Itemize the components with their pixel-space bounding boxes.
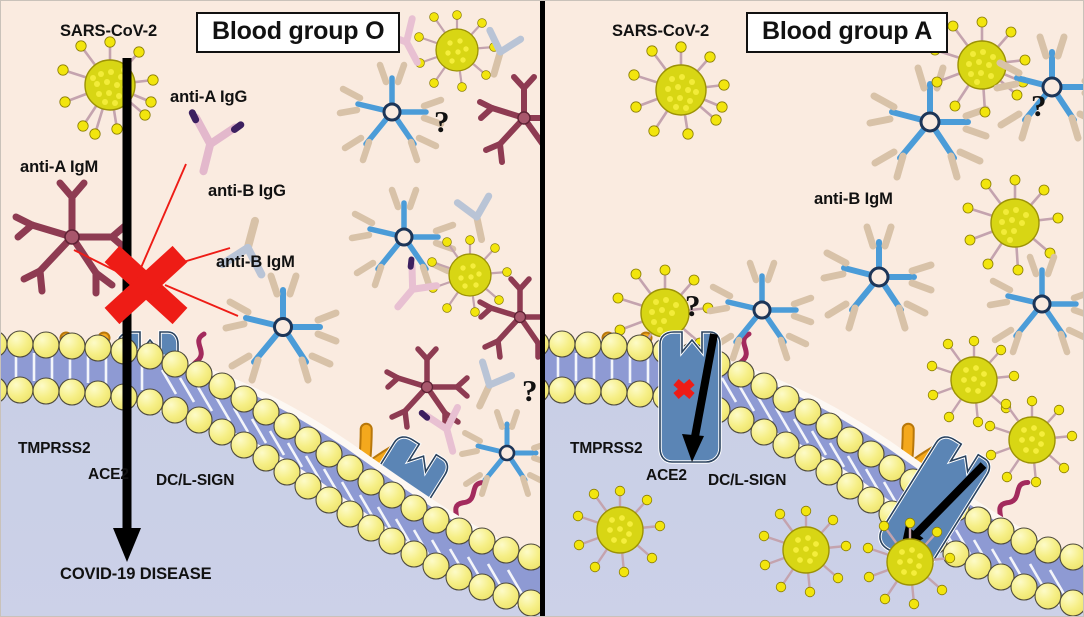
anti-a-igg-antibody (188, 109, 245, 176)
anti-b-igm-antibody (706, 259, 815, 362)
anti-b-igm-antibody (222, 272, 340, 384)
label-tmprss2-left: TMPRSS2 (18, 440, 91, 457)
cell-membrane-left (0, 330, 542, 617)
blocked-entry-x-icon (104, 245, 188, 325)
anti-b-igm-antibody (336, 61, 445, 164)
label-dc-l-sign-right: DC/L-SIGN (708, 472, 787, 489)
anti-b-igg-antibody (486, 26, 525, 78)
anti-a-igm-antibody (477, 276, 542, 360)
panel-title-left: Blood group O (212, 17, 385, 45)
label-sars-cov-2-right: SARS-CoV-2 (612, 22, 710, 40)
anti-a-igm-antibody (384, 346, 470, 430)
virus-particle (962, 174, 1064, 276)
label-anti-b-igg-left: anti-B IgG (208, 182, 286, 200)
label-anti-b-igm-right: anti-B IgM (814, 190, 893, 208)
question-mark-icon: ? (522, 373, 538, 408)
virus-particle-intracellular (758, 505, 852, 598)
anti-a-igg-antibody (394, 256, 440, 311)
label-anti-a-igm-left: anti-A IgM (20, 158, 99, 176)
label-ace2-right: ACE2 (646, 467, 687, 484)
label-ace2-left: ACE2 (88, 466, 129, 483)
label-sars-cov-2-left: SARS-CoV-2 (60, 22, 158, 40)
anti-b-igm-antibody (993, 33, 1084, 142)
anti-b-igm-antibody (459, 409, 542, 497)
anti-a-igm-antibody (477, 74, 542, 165)
anti-b-igm-antibody (986, 253, 1084, 356)
anti-b-igm-antibody (348, 186, 457, 289)
anti-a-igm-antibody (12, 179, 130, 297)
panel-blood-group-a: Blood group A SARS-CoV-2 anti-B IgM TMPR… (542, 0, 1084, 617)
label-covid-19-disease: COVID-19 DISEASE (60, 565, 212, 583)
anti-b-igg-antibody (453, 192, 493, 244)
virus-particle (427, 235, 512, 317)
panel-blood-group-o: Blood group O SARS-CoV-2 anti-A IgM anti… (0, 10, 542, 617)
label-tmprss2-right: TMPRSS2 (570, 440, 643, 457)
virus-particle (628, 41, 730, 140)
panel-title-box-left: Blood group O (196, 12, 401, 53)
anti-b-igm-antibody-labeled (820, 223, 935, 332)
panel-divider (540, 0, 545, 617)
virus-particle-intracellular (572, 485, 666, 578)
anti-b-igg-antibody (476, 358, 516, 410)
virus-particle-entering (862, 517, 956, 610)
question-mark-icon: ? (1031, 88, 1047, 123)
anti-b-igm-antibody (866, 64, 990, 181)
virus-particle (984, 395, 1078, 488)
question-mark-icon: ? (434, 104, 450, 139)
label-anti-a-igg-left: anti-A IgG (170, 88, 248, 106)
anti-b-igg-antibody (218, 216, 266, 279)
question-mark-icon: ? (685, 288, 701, 323)
label-anti-b-igm-left: anti-B IgM (216, 253, 295, 271)
label-dc-l-sign-left: DC/L-SIGN (156, 472, 235, 489)
ace2-receptor (658, 330, 722, 464)
panel-title-box-right: Blood group A (746, 12, 949, 53)
panel-title-right: Blood group A (762, 17, 933, 45)
anti-a-igg-antibody (418, 404, 462, 455)
